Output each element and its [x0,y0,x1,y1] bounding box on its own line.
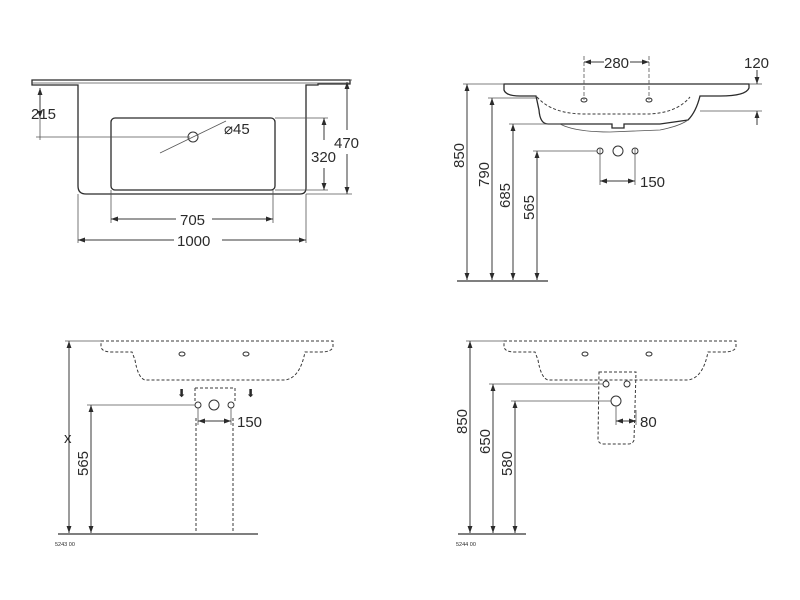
dim-120-label: 120 [744,55,769,72]
water-connection-left [602,380,610,388]
dim-hole-diameter-label: ⌀45 [224,121,250,138]
basin-profile-side-view [503,83,750,129]
dim-850-label: 850 [451,143,468,168]
pedestal-top [195,387,236,402]
dim-685-label: 685 [497,183,514,208]
drawing-code: 5243 00 [55,542,75,548]
water-connection-right [623,380,631,388]
basin-front-hidden-outline [503,340,737,381]
tap-hole-right [645,351,653,357]
dim-850-label: 850 [454,409,471,434]
front-semi-pedestal-view: 80 850 650 580 5244 00 [454,340,737,548]
waste-connection [612,145,624,157]
tap-hole-left [178,351,186,357]
bowl-outline [110,117,276,191]
basin-rim-top-view [31,79,351,195]
dim-320-label: 320 [311,149,336,166]
dim-150-label: 150 [237,414,262,431]
semi-pedestal-outline [597,371,637,445]
dim-280-label: 280 [604,55,629,72]
dim-705-label: 705 [180,212,205,229]
water-connection-right [227,401,235,409]
dim-1000-label: 1000 [177,233,210,250]
drawing-code: 5244 00 [456,542,476,548]
bowl-hidden-line [536,96,691,115]
dim-565-label: 565 [521,195,538,220]
basin-front-hidden-outline [100,340,334,381]
arrow-down-icon: ⬇ [246,388,255,400]
dim-150-label: 150 [640,174,665,191]
underside-line [559,119,689,133]
front-pedestal-view: ⬇ ⬇ 150 x 565 5243 00 [55,340,334,548]
dim-790-label: 790 [476,162,493,187]
dim-650-label: 650 [477,429,494,454]
tap-hole-left [581,351,589,357]
dim-565-label: 565 [75,451,92,476]
dim-580-label: 580 [499,451,516,476]
arrow-down-icon: ⬇ [177,388,186,400]
dim-80-label: 80 [640,414,657,431]
dim-470-label: 470 [334,135,359,152]
pedestal-sides [195,418,234,533]
waste-connection [610,395,622,407]
water-connection-left [194,401,202,409]
waste-connection [208,399,220,411]
hole-leader-line [159,120,227,154]
top-view: 215 ⌀45 320 470 705 1000 [31,79,359,250]
side-view: 280 120 150 850 790 685 565 [451,55,769,282]
tap-hole-right [242,351,250,357]
dim-215-label: 215 [31,106,56,123]
dim-x-label: x [64,430,72,447]
